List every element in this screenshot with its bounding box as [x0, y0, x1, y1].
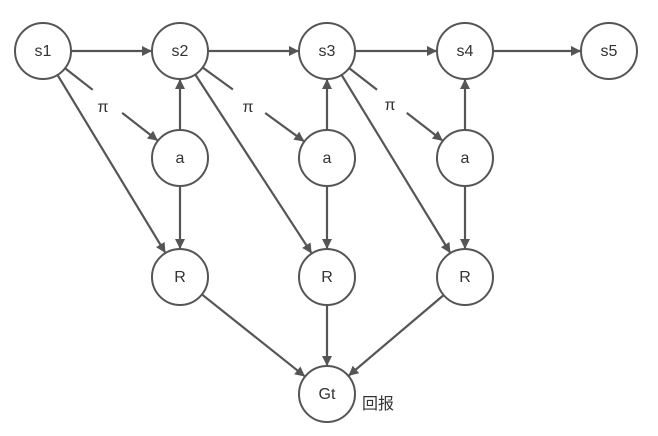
edge-s3-a3-part2	[406, 111, 443, 142]
edge-R1-Gt	[201, 293, 306, 377]
node-circle-R3	[436, 248, 494, 306]
node-circle-Gt	[298, 365, 356, 423]
nodes-layer: s1 s2 s3 s4 s5 a a aR R R Gt	[14, 22, 638, 423]
node-circle-a1	[151, 129, 209, 187]
node-label-s4: s4	[457, 43, 474, 60]
node-circle-R1	[151, 248, 209, 306]
node-a2: a	[298, 129, 356, 187]
node-label-s5: s5	[601, 43, 618, 60]
node-R2: R	[298, 248, 356, 306]
node-R3: R	[436, 248, 494, 306]
node-label-s2: s2	[172, 43, 189, 60]
node-Gt: Gt	[298, 365, 356, 423]
node-label-R1: R	[174, 269, 186, 286]
node-label-a3: a	[461, 150, 470, 167]
node-circle-s2	[151, 22, 209, 80]
policy-label-a2: π	[242, 99, 253, 116]
node-label-s1: s1	[35, 43, 52, 60]
node-label-s3: s3	[319, 43, 336, 60]
node-s1: s1	[14, 22, 72, 80]
node-label-Gt: Gt	[319, 386, 336, 403]
edge-s3-a3-part1	[348, 67, 378, 91]
node-circle-R2	[298, 248, 356, 306]
node-circle-a3	[436, 129, 494, 187]
node-R1: R	[151, 248, 209, 306]
policy-label-a1: π	[97, 99, 108, 116]
gt-caption: 回报	[362, 394, 394, 413]
node-label-R3: R	[459, 269, 471, 286]
node-s3: s3	[298, 22, 356, 80]
edge-s2-a2-part1	[201, 66, 234, 91]
edge-s2-R2	[194, 73, 313, 254]
edge-s3-R3	[340, 74, 451, 254]
node-s4: s4	[436, 22, 494, 80]
node-label-a2: a	[323, 150, 332, 167]
node-label-R2: R	[321, 269, 333, 286]
edge-s1-R1	[56, 74, 166, 254]
edge-s1-a1-part1	[64, 67, 94, 91]
node-circle-a2	[298, 129, 356, 187]
node-label-a1: a	[176, 150, 185, 167]
node-circle-s5	[580, 22, 638, 80]
node-circle-s4	[436, 22, 494, 80]
node-a1: a	[151, 129, 209, 187]
node-a3: a	[436, 129, 494, 187]
node-s2: s2	[151, 22, 209, 80]
edge-s1-a1-part2	[121, 111, 158, 142]
node-s5: s5	[580, 22, 638, 80]
edge-R3-Gt	[348, 294, 445, 377]
node-circle-s1	[14, 22, 72, 80]
policy-label-a3: π	[384, 97, 395, 114]
edge-s2-a2-part2	[264, 112, 305, 142]
node-circle-s3	[298, 22, 356, 80]
